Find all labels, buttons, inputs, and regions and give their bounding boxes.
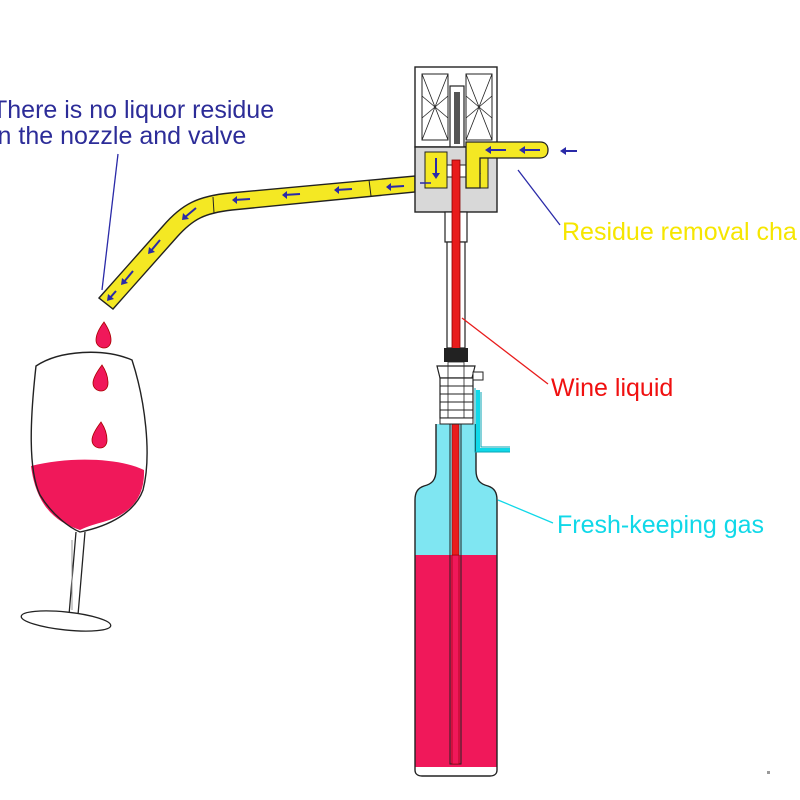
wine-drop — [95, 321, 112, 349]
glass-wine — [31, 459, 145, 530]
nozzle-tube-body — [97, 175, 416, 310]
no-residue-label-line2: in the nozzle and valve — [0, 122, 246, 150]
bottle-outline — [414, 424, 498, 777]
wine-bottle — [414, 423, 498, 777]
leader-lines — [101, 153, 561, 524]
glass-bowl — [30, 351, 148, 533]
no-residue-label-line1: There is no liquor residue — [0, 96, 274, 124]
wine-drop — [91, 421, 108, 449]
gas-port-pipe — [476, 390, 510, 452]
fresh-gas-label: Fresh-keeping gas — [557, 511, 764, 539]
glass-foot — [20, 610, 112, 632]
wine-glass — [20, 351, 148, 632]
wine-drop — [92, 364, 109, 392]
residue-removal-label: Residue removal cha — [562, 218, 797, 246]
gas-leader-line — [497, 499, 554, 524]
wine-tube-upper — [451, 159, 461, 351]
residue-leader-line — [517, 169, 561, 226]
bottle-stopper — [436, 348, 510, 453]
wine-drops — [91, 321, 112, 449]
glass-stem — [68, 531, 86, 616]
flow-arrows — [107, 183, 405, 301]
residue-inlet-pipe — [465, 141, 549, 189]
wine-liquid-label: Wine liquid — [551, 374, 673, 402]
nozzle-tube — [97, 175, 416, 310]
nozzle-leader-line — [101, 153, 119, 291]
valve-head — [414, 66, 577, 349]
wine-leader-line — [461, 317, 549, 385]
